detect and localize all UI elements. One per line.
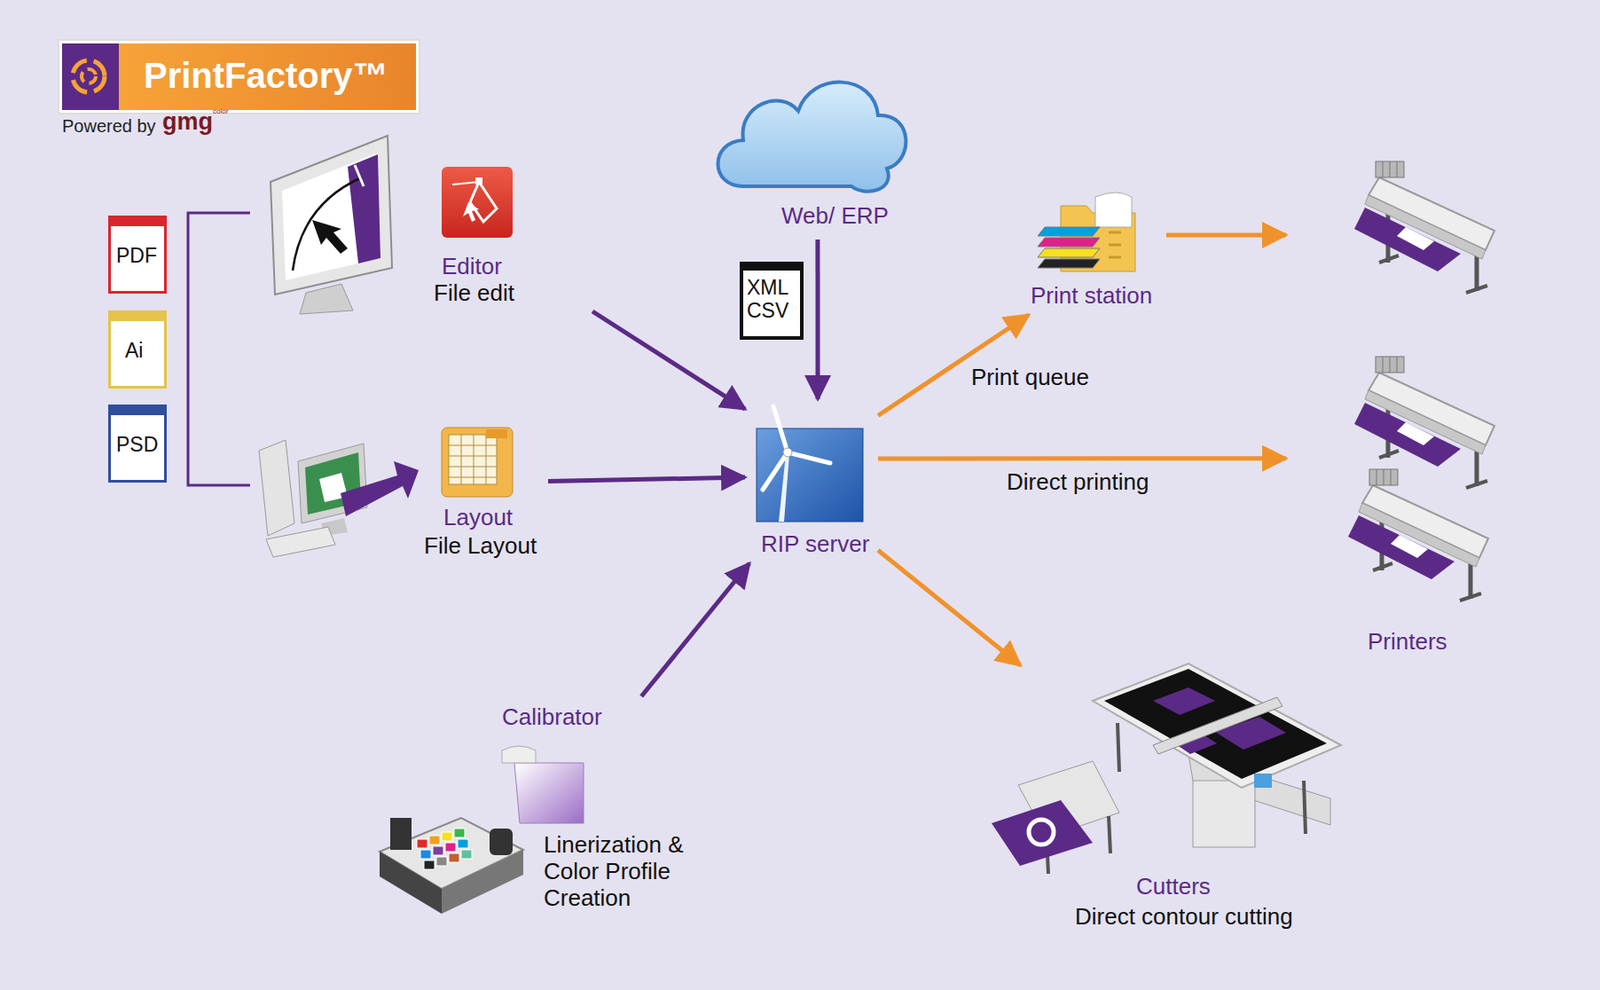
node-caption: Direct contour cutting: [1074, 902, 1294, 930]
flow-arrow: [592, 311, 746, 409]
node-title: PDF: [116, 242, 157, 269]
process-node: LayoutFile Layout: [423, 421, 549, 565]
node-title: Printers: [1367, 627, 1448, 655]
flow-arrow: [815, 239, 820, 400]
brand-label: Powered by: [62, 116, 157, 137]
cutter-group: CuttersDirect contour cutting: [984, 665, 1344, 950]
printer-icon: [1354, 161, 1495, 293]
flow-arrow: [641, 563, 750, 697]
node-title: PrintFactory™: [143, 54, 389, 96]
print-station-icon: [1037, 192, 1136, 272]
node-title: Editor: [441, 252, 502, 280]
printer-group: Printers: [1286, 150, 1513, 661]
printer-icon: [1354, 356, 1495, 488]
flow-arrow: [878, 455, 1287, 461]
logo-swirl: [62, 43, 116, 110]
document-box: XML CSV: [739, 261, 804, 340]
brand-label: color: [212, 107, 228, 116]
node-title: RIP server: [760, 530, 870, 557]
server-node: RIP server: [745, 399, 879, 564]
calibrator-node: CalibratorLinerization & Color Profile C…: [372, 696, 790, 932]
file-box: PSD: [108, 404, 167, 483]
flow-arrow: [878, 549, 1021, 666]
node-title: Ai: [125, 337, 143, 364]
printer-icon: [1348, 469, 1489, 601]
node-title: XML CSV: [746, 275, 797, 322]
logo-box: PrintFactory™: [59, 40, 419, 113]
cloud-icon: [718, 82, 907, 192]
node-title: PSD: [116, 431, 158, 458]
flow-arrow: [548, 477, 746, 482]
layout-icon: [441, 427, 513, 497]
file-box: PDF: [108, 215, 167, 294]
editor-icon: [441, 166, 513, 238]
bracket: [188, 212, 251, 486]
node-caption: File edit: [433, 279, 515, 306]
node-title: Web/ ERP: [781, 202, 889, 229]
flow-arrow: [1166, 232, 1287, 237]
cloud-node: Web/ ERP: [709, 62, 910, 240]
file-box: Ai: [108, 310, 167, 389]
cutter-icon: [991, 663, 1342, 874]
node-title: Print station: [1030, 282, 1153, 309]
node-title: Calibrator: [501, 703, 603, 730]
edge-label: Print queue: [968, 363, 1092, 391]
monitor-icon: [270, 135, 393, 314]
edge-label: Direct printing: [1003, 468, 1152, 495]
station-node: Print station: [1024, 186, 1167, 315]
brand-label: gmg: [162, 108, 213, 136]
node-title: Cutters: [1136, 872, 1211, 900]
rip-server-icon: [756, 406, 863, 522]
node-caption: File Layout: [423, 532, 537, 559]
process-node: EditorFile edit: [430, 164, 608, 312]
node-title: Layout: [443, 503, 513, 531]
node-caption: Linerization & Color Profile Creation: [543, 831, 735, 911]
computer-icon: [258, 439, 419, 557]
